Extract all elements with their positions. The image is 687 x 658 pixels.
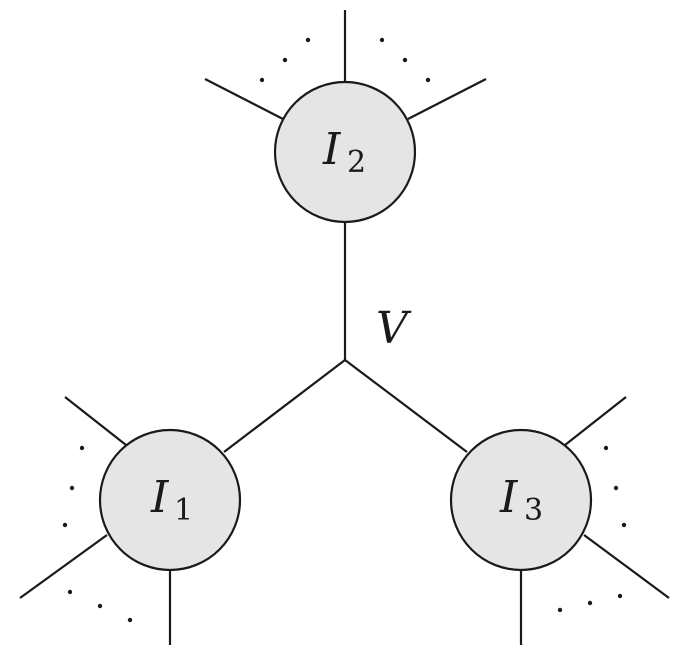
dot xyxy=(379,37,385,43)
leg-I2-right xyxy=(407,78,487,120)
external-legs-I1 xyxy=(19,396,172,645)
dot xyxy=(69,485,75,491)
blob-label-subscript: 1 xyxy=(174,493,193,528)
dot xyxy=(613,485,619,491)
dots-I2-right xyxy=(379,37,431,83)
leg-I1-upper xyxy=(64,396,127,446)
dots-I3-right xyxy=(603,445,627,528)
dots-I3-bottom xyxy=(557,593,623,613)
dot xyxy=(621,522,627,528)
edge-vertex-to-I1 xyxy=(223,359,346,453)
dot xyxy=(67,589,73,595)
blob-label-subscript: 3 xyxy=(524,493,543,528)
blob-I3 xyxy=(449,428,593,572)
dots-I2-left xyxy=(259,37,311,83)
vertex-label: V xyxy=(376,303,412,354)
blob-label-I3: I 3 xyxy=(499,472,543,528)
blob-label-symbol: I xyxy=(322,124,342,175)
dots-I1-bottom xyxy=(67,589,133,623)
blob-label-symbol: I xyxy=(499,472,519,523)
dot xyxy=(97,603,103,609)
external-legs-I3 xyxy=(519,396,670,645)
dot xyxy=(402,57,408,63)
internal-edges xyxy=(223,222,468,453)
blob-label-I1: I 1 xyxy=(150,472,193,528)
blob-I1 xyxy=(98,428,242,572)
dots-I1-left xyxy=(62,445,85,528)
dot xyxy=(127,617,133,623)
dot xyxy=(557,607,563,613)
dot xyxy=(587,600,593,606)
leg-I3-upper xyxy=(564,396,627,446)
blob-label-I2: I 2 xyxy=(322,124,366,180)
edge-vertex-to-I3 xyxy=(344,359,468,453)
leg-I3-lower xyxy=(583,534,670,599)
dot xyxy=(62,522,68,528)
leg-I2-left xyxy=(204,78,284,120)
dot xyxy=(425,77,431,83)
dot xyxy=(603,445,609,451)
dot xyxy=(305,37,311,43)
blob-I2 xyxy=(273,80,417,224)
dot xyxy=(282,57,288,63)
blob-label-symbol: I xyxy=(150,472,170,523)
dot xyxy=(79,445,85,451)
blob-label-subscript: 2 xyxy=(347,145,366,180)
dot xyxy=(617,593,623,599)
dot xyxy=(259,77,265,83)
external-legs-I2 xyxy=(204,10,487,120)
leg-I1-lower xyxy=(19,534,108,599)
